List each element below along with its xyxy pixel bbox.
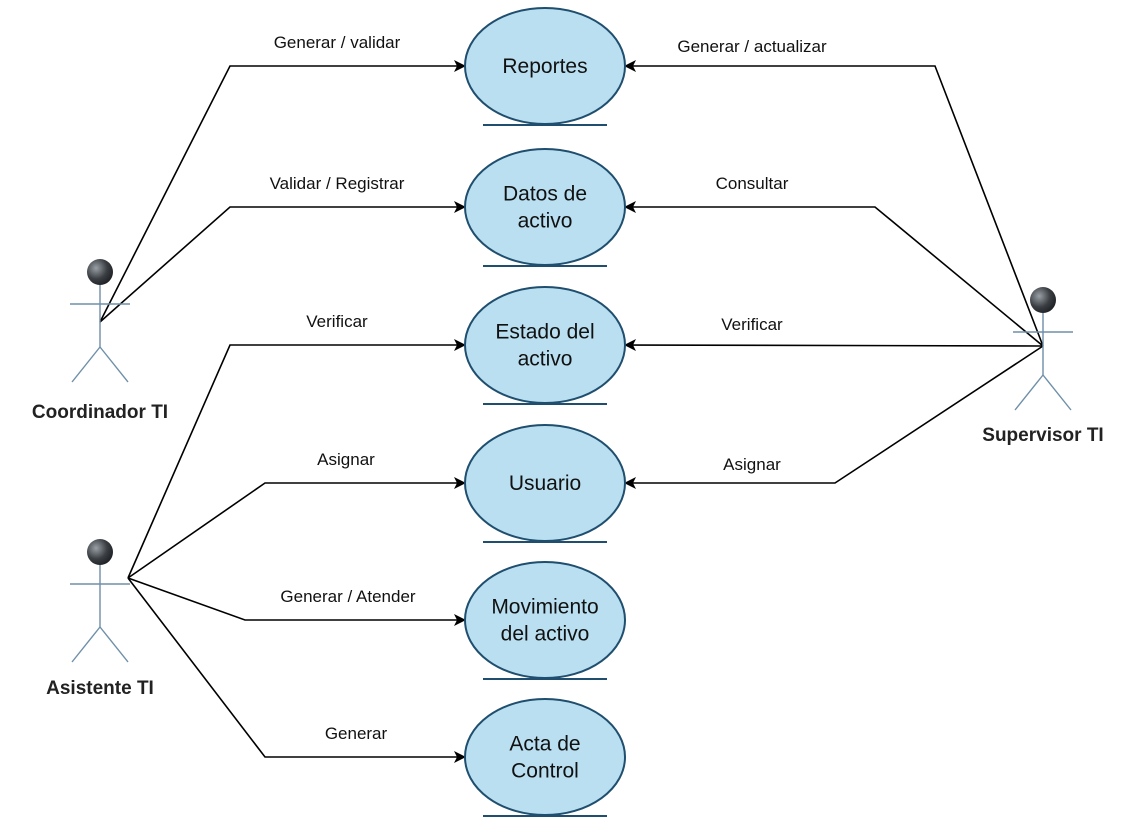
actor-coordinador[interactable]: Coordinador TI <box>32 259 168 423</box>
usecase-ellipse <box>464 286 626 404</box>
edge-label-coordinador-reportes: Generar / validar <box>274 33 401 52</box>
edge-label-supervisor-estado: Verificar <box>721 315 783 334</box>
association-supervisor-estado <box>624 339 1044 352</box>
edge-label-asistente-acta: Generar <box>325 724 388 743</box>
usecase-label-line: activo <box>518 348 573 371</box>
association-supervisor-reportes <box>624 60 1044 347</box>
usecase-usuario[interactable]: Usuario <box>464 424 626 543</box>
actor-right-leg <box>99 626 129 663</box>
actor-right-leg <box>99 346 129 383</box>
usecase-ellipse <box>464 561 626 679</box>
usecase-label-line: Usuario <box>509 472 581 495</box>
edge-label-supervisor-reportes: Generar / actualizar <box>677 37 827 56</box>
association-asistente-movimiento <box>127 577 466 626</box>
actor-left-leg <box>71 626 101 663</box>
actor-label: Asistente TI <box>46 678 154 699</box>
actor-head-icon <box>87 539 113 565</box>
usecase-label-line: Datos de <box>503 183 587 206</box>
usecase-label-line: Reportes <box>502 55 587 78</box>
edge-label-asistente-usuario: Asignar <box>317 450 375 469</box>
usecase-ellipse <box>464 148 626 266</box>
association-supervisor-usuario <box>624 345 1044 489</box>
usecase-label-line: activo <box>518 210 573 233</box>
edge-label-background <box>674 36 830 57</box>
association-coordinador-datos <box>99 201 466 323</box>
actor-right-leg <box>1042 374 1072 411</box>
usecase-label-line: del activo <box>501 623 590 646</box>
usecase-ellipse <box>464 698 626 816</box>
edge-label-background <box>321 723 391 744</box>
edge-label-background <box>712 173 792 194</box>
edge-label-background <box>720 454 785 475</box>
actor-asistente[interactable]: Asistente TI <box>46 539 154 699</box>
edge-label-background <box>266 173 408 194</box>
actor-label: Coordinador TI <box>32 402 168 423</box>
association-asistente-estado <box>127 339 466 579</box>
actor-supervisor[interactable]: Supervisor TI <box>982 287 1104 446</box>
association-coordinador-reportes <box>99 60 466 323</box>
association-asistente-acta <box>127 577 466 763</box>
edge-label-asistente-movimiento: Generar / Atender <box>280 587 415 606</box>
edge-label-background <box>303 311 372 332</box>
usecase-label-line: Acta de <box>509 733 580 756</box>
edge-label-supervisor-usuario: Asignar <box>723 455 781 474</box>
edge-label-background <box>314 449 379 470</box>
actor-label: Supervisor TI <box>982 425 1103 446</box>
actor-left-leg <box>71 346 101 383</box>
usecase-estado[interactable]: Estado del activo <box>464 286 626 405</box>
edge-label-coordinador-datos: Validar / Registrar <box>270 174 405 193</box>
edge-label-background <box>277 586 419 607</box>
actor-head-icon <box>1030 287 1056 313</box>
usecase-movimiento[interactable]: Movimiento del activo <box>464 561 626 680</box>
actor-left-leg <box>1014 374 1044 411</box>
actor-head-icon <box>87 259 113 285</box>
usecase-reportes[interactable]: Reportes <box>464 7 626 126</box>
edge-label-background <box>718 314 787 335</box>
association-asistente-usuario <box>127 477 466 579</box>
usecase-label-line: Control <box>511 760 579 783</box>
edge-label-supervisor-datos: Consultar <box>716 174 789 193</box>
association-supervisor-datos <box>624 201 1044 347</box>
edge-label-background <box>270 32 404 53</box>
usecase-label-line: Estado del <box>495 321 594 344</box>
usecase-label-line: Movimiento <box>491 596 598 619</box>
usecase-datos[interactable]: Datos de activo <box>464 148 626 267</box>
edge-label-asistente-estado: Verificar <box>306 312 368 331</box>
usecase-acta[interactable]: Acta de Control <box>464 698 626 817</box>
